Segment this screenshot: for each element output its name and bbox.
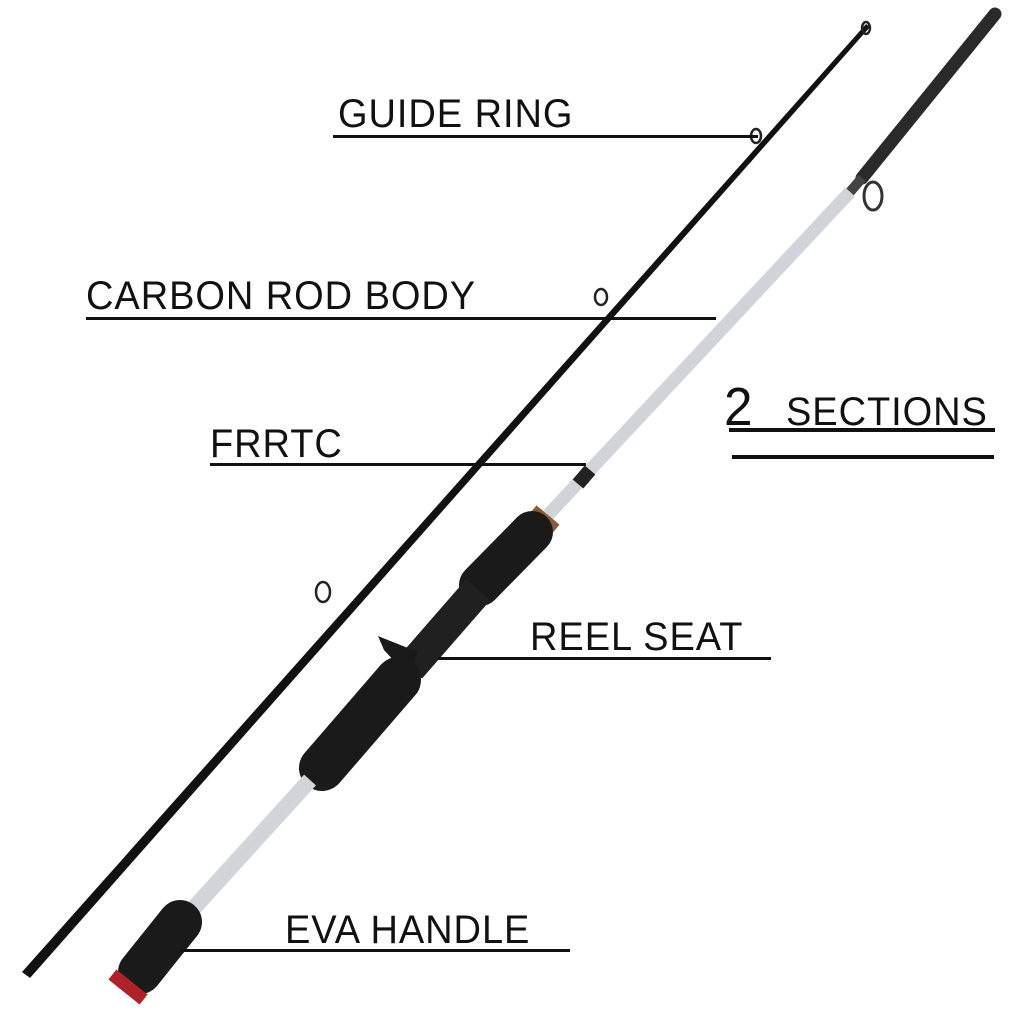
guide-ring-icon xyxy=(314,20,872,604)
butt-cap xyxy=(118,900,202,994)
guide-ring-icon xyxy=(862,180,884,212)
reel-seat xyxy=(397,579,491,679)
butt-section-rod xyxy=(108,7,1002,1005)
leader-line-eva-handle xyxy=(180,949,570,952)
sections-underline xyxy=(729,428,995,432)
rear-grip xyxy=(299,657,421,791)
leader-line-carbon-rod-body xyxy=(86,317,716,320)
label-eva-handle: EVA HANDLE xyxy=(285,908,531,952)
sections-underline-2 xyxy=(732,455,994,459)
foregrip xyxy=(459,511,553,606)
label-frrtc: FRRTC xyxy=(210,422,343,466)
sections-word: SECTIONS xyxy=(786,390,988,434)
sections-count: 2 xyxy=(724,377,754,437)
label-reel-seat: REEL SEAT xyxy=(530,615,744,659)
leader-line-guide-ring xyxy=(333,135,758,138)
tip-section-rod xyxy=(22,20,872,978)
label-guide-ring: GUIDE RING xyxy=(338,92,574,136)
leader-line-reel-seat xyxy=(438,657,771,660)
leader-line-frrtc xyxy=(210,463,586,466)
label-carbon-rod-body: CARBON ROD BODY xyxy=(86,274,477,318)
